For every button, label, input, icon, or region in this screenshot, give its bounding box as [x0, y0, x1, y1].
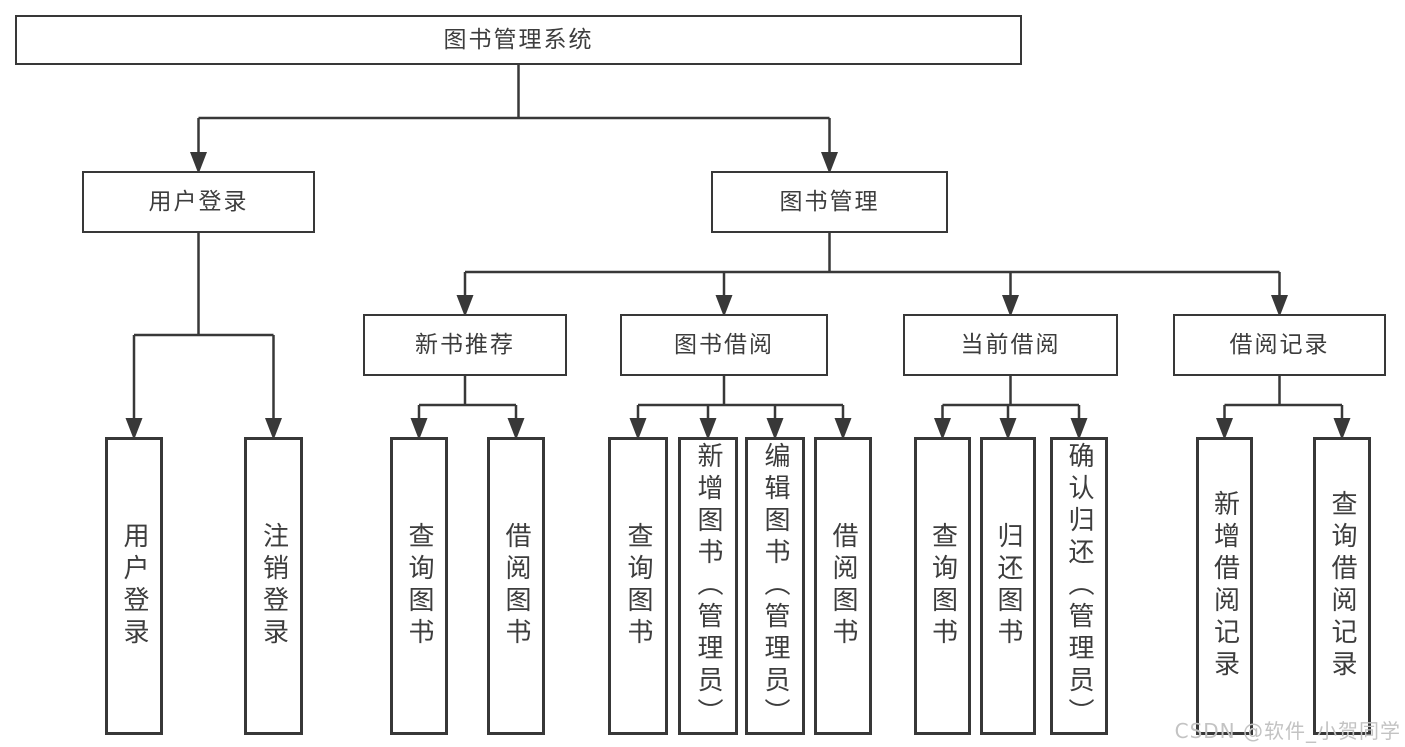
node-label: 当前借阅	[960, 331, 1061, 358]
node-label: 归还图书	[993, 522, 1023, 650]
watermark: CSDN @软件_小贺同学	[1174, 719, 1401, 743]
node-label: 查询图书	[623, 522, 653, 650]
node-label: 借阅记录	[1229, 331, 1330, 358]
node-label: 图书管理系统	[443, 26, 594, 53]
leaf-logout: 注销登录	[244, 437, 303, 735]
node-book-borrow: 图书借阅	[620, 314, 828, 376]
node-label: 借阅图书	[828, 522, 858, 650]
leaf-recommend-borrow-book: 借阅图书	[487, 437, 545, 735]
leaf-record-query: 查询借阅记录	[1313, 437, 1371, 735]
node-label: 查询图书	[927, 522, 958, 650]
node-label: 确认归还（管理员）	[1064, 442, 1094, 730]
node-label: 新增借阅记录	[1209, 490, 1240, 682]
leaf-current-return-book: 归还图书	[980, 437, 1036, 735]
node-label: 查询借阅记录	[1327, 490, 1357, 682]
node-book-management: 图书管理	[711, 171, 948, 233]
node-label: 用户登录	[148, 188, 249, 215]
node-new-book-recommend: 新书推荐	[363, 314, 567, 376]
node-borrow-record: 借阅记录	[1173, 314, 1386, 376]
node-label: 新增图书（管理员）	[693, 442, 723, 730]
leaf-borrow-edit-book-admin: 编辑图书（管理员）	[745, 437, 805, 735]
node-current-borrow: 当前借阅	[903, 314, 1118, 376]
node-root: 图书管理系统	[15, 15, 1022, 65]
leaf-current-confirm-return-admin: 确认归还（管理员）	[1050, 437, 1108, 735]
leaf-borrow-query-book: 查询图书	[608, 437, 668, 735]
node-label: 借阅图书	[501, 522, 531, 650]
node-label: 编辑图书（管理员）	[760, 442, 790, 730]
leaf-recommend-query-book: 查询图书	[390, 437, 448, 735]
node-label: 查询图书	[404, 522, 434, 650]
node-label: 图书借阅	[674, 331, 774, 358]
node-user-login: 用户登录	[82, 171, 315, 233]
leaf-current-query-book: 查询图书	[914, 437, 971, 735]
leaf-borrow-add-book-admin: 新增图书（管理员）	[678, 437, 738, 735]
leaf-user-login: 用户登录	[105, 437, 163, 735]
leaf-borrow-borrow-book: 借阅图书	[814, 437, 872, 735]
node-label: 注销登录	[258, 522, 289, 650]
node-label: 用户登录	[119, 522, 149, 650]
node-label: 新书推荐	[415, 331, 515, 358]
leaf-record-add: 新增借阅记录	[1196, 437, 1253, 735]
node-label: 图书管理	[779, 188, 880, 215]
